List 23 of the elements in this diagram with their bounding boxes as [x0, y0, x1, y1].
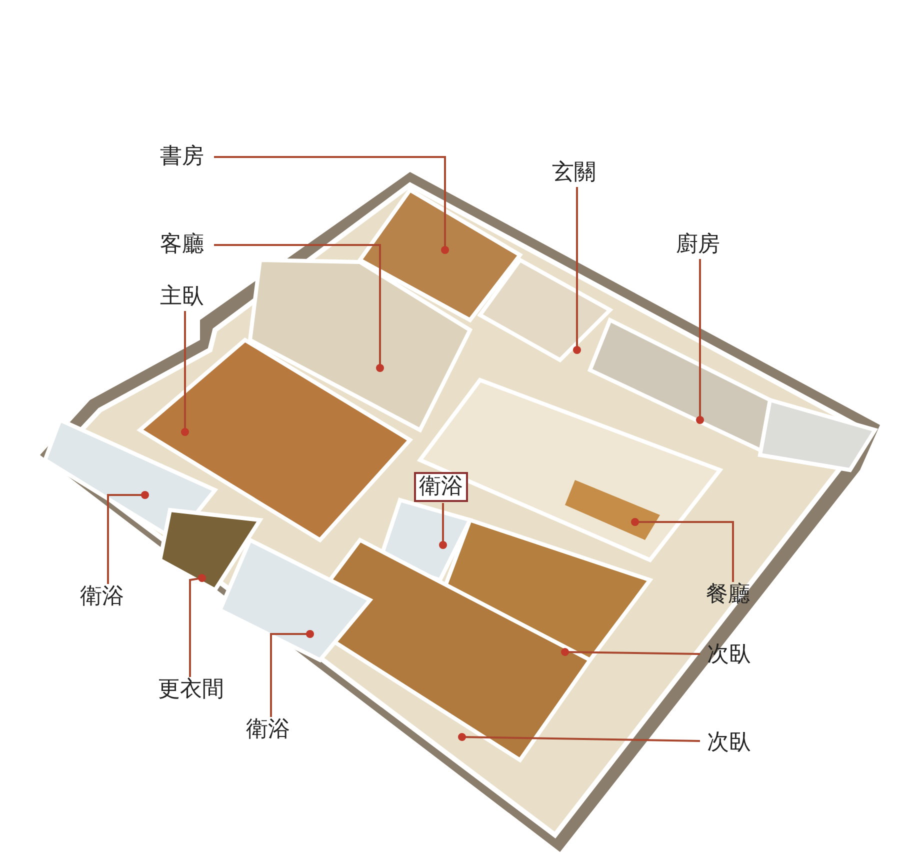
room-label: 書房 — [160, 144, 204, 170]
room-label: 廚房 — [676, 232, 720, 258]
room-label: 主臥 — [160, 284, 204, 310]
room-label: 客廳 — [160, 232, 204, 258]
room-label: 次臥 — [707, 730, 751, 756]
leader-line — [696, 259, 704, 424]
leader-line — [561, 648, 700, 656]
room-label: 衛浴 — [246, 717, 290, 743]
room-label: 更衣間 — [158, 677, 224, 703]
leader-line — [214, 156, 449, 254]
leader-line — [573, 187, 581, 354]
leader-line — [214, 244, 384, 372]
leader-line — [439, 503, 447, 549]
room-label: 餐廳 — [706, 582, 750, 608]
leader-line — [458, 733, 700, 742]
leader-line — [181, 311, 189, 436]
room-label: 玄關 — [552, 160, 596, 186]
room-label: 衛浴 — [80, 584, 124, 610]
leader-line — [631, 518, 734, 582]
leader-line — [270, 630, 314, 717]
room-label: 衛浴 — [414, 472, 468, 502]
leader-line — [189, 574, 206, 677]
leader-line — [107, 491, 149, 584]
